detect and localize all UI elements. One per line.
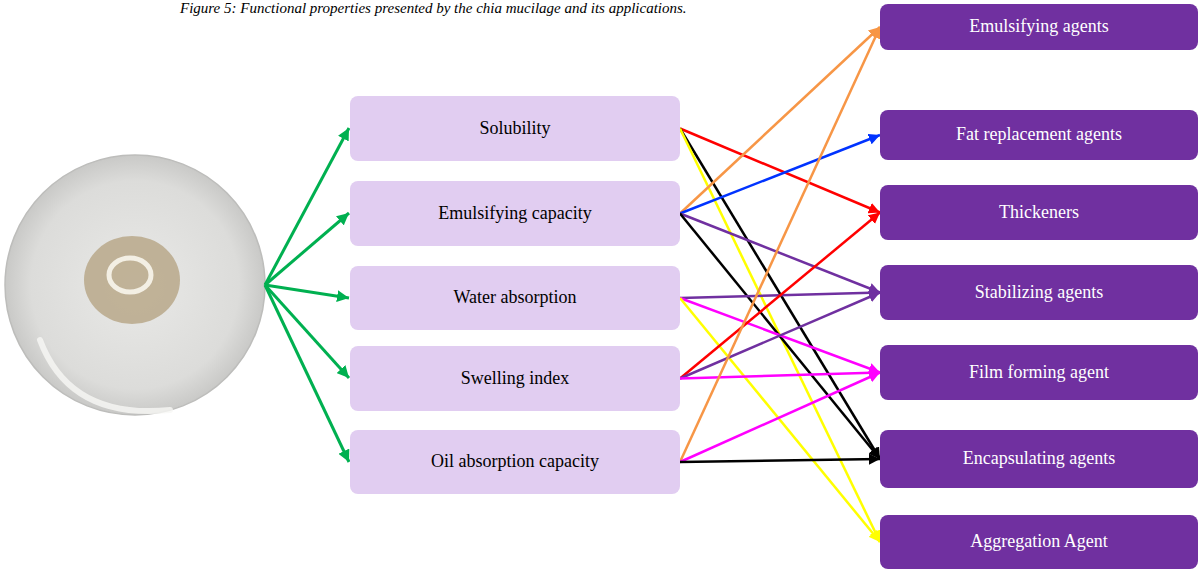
connector-arrow [680,373,880,463]
box-label: Oil absorption capacity [431,451,599,473]
green-arrow [265,213,349,285]
application-box: Thickeners [880,185,1198,240]
property-box: Swelling index [350,346,680,411]
green-arrow [265,285,349,298]
application-box: Aggregation Agent [880,515,1198,569]
connector-arrow [680,27,880,462]
box-label: Stabilizing agents [975,282,1103,304]
application-box: Film forming agent [880,345,1198,400]
property-box: Oil absorption capacity [350,430,680,494]
green-arrow [265,285,349,462]
connector-arrow [680,129,880,213]
box-label: Water absorption [453,287,576,309]
property-box: Emulsifying capacity [350,181,680,246]
box-label: Swelling index [461,368,570,390]
box-label: Fat replacement agents [956,124,1122,146]
property-box: Solubility [350,96,680,161]
application-box: Encapsulating agents [880,430,1198,488]
application-box: Emulsifying agents [880,4,1198,50]
application-box: Stabilizing agents [880,265,1198,320]
box-label: Solubility [479,118,550,140]
connector-arrow [680,214,880,293]
box-label: Emulsifying agents [969,16,1108,38]
connector-arrow [680,27,880,214]
petri-dish [5,155,265,415]
application-box: Fat replacement agents [880,110,1198,160]
connector-arrow [680,135,880,214]
box-label: Encapsulating agents [963,448,1115,470]
mucilage-ring [109,258,151,292]
green-arrow [265,285,349,378]
green-arrows [265,128,349,462]
box-label: Thickeners [999,202,1079,224]
figure-title: Figure 5: Functional properties presente… [180,0,687,17]
dish-reflection [40,340,170,411]
green-arrow [265,128,349,285]
connector-arrow [680,373,880,379]
connector-arrow [680,213,880,379]
connector-arrow [680,129,880,460]
connector-arrow [680,129,880,543]
mucilage-drop [84,236,180,324]
box-label: Emulsifying capacity [438,203,591,225]
connector-arrow [680,459,880,462]
box-label: Aggregation Agent [970,531,1107,553]
box-label: Film forming agent [969,362,1109,384]
connector-arrow [680,293,880,379]
property-box: Water absorption [350,266,680,330]
